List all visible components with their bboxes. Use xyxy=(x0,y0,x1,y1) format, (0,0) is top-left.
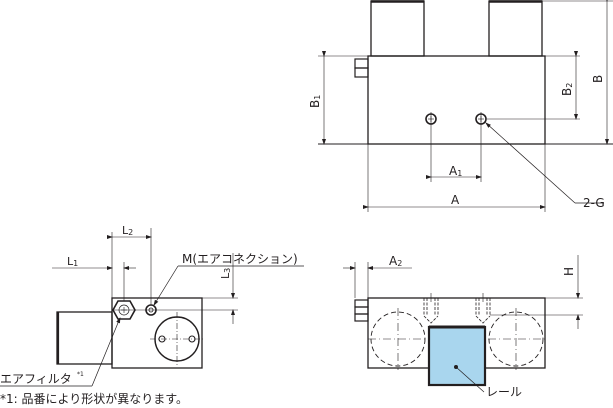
label-H: H xyxy=(562,267,576,276)
left-tower xyxy=(370,0,425,57)
right-tower xyxy=(488,0,543,57)
side-view xyxy=(0,228,304,387)
top-view xyxy=(318,0,613,212)
label-B: B xyxy=(591,75,605,83)
label-B1: B1 xyxy=(308,95,322,108)
side-block xyxy=(56,311,113,365)
label-A: A xyxy=(451,193,460,207)
label-air-filter: エアフィルタ xyxy=(0,372,72,386)
label-A1: A1 xyxy=(449,164,462,178)
rail xyxy=(427,325,487,387)
label-A2: A2 xyxy=(389,254,402,268)
footnote: *1: 品番により形状が異なります。 xyxy=(0,392,189,406)
label-rail: レール xyxy=(486,385,522,399)
label-B2: B2 xyxy=(560,83,574,96)
label-L3: L3 xyxy=(219,268,232,279)
label-L2: L2 xyxy=(122,224,133,237)
label-2G: 2-G xyxy=(583,196,605,210)
side-body xyxy=(111,297,203,369)
label-L1: L1 xyxy=(67,255,78,268)
top-body xyxy=(367,55,546,145)
label-air-filter-mark: *1 xyxy=(77,371,84,378)
label-M: M(エアコネクション) xyxy=(182,252,298,266)
